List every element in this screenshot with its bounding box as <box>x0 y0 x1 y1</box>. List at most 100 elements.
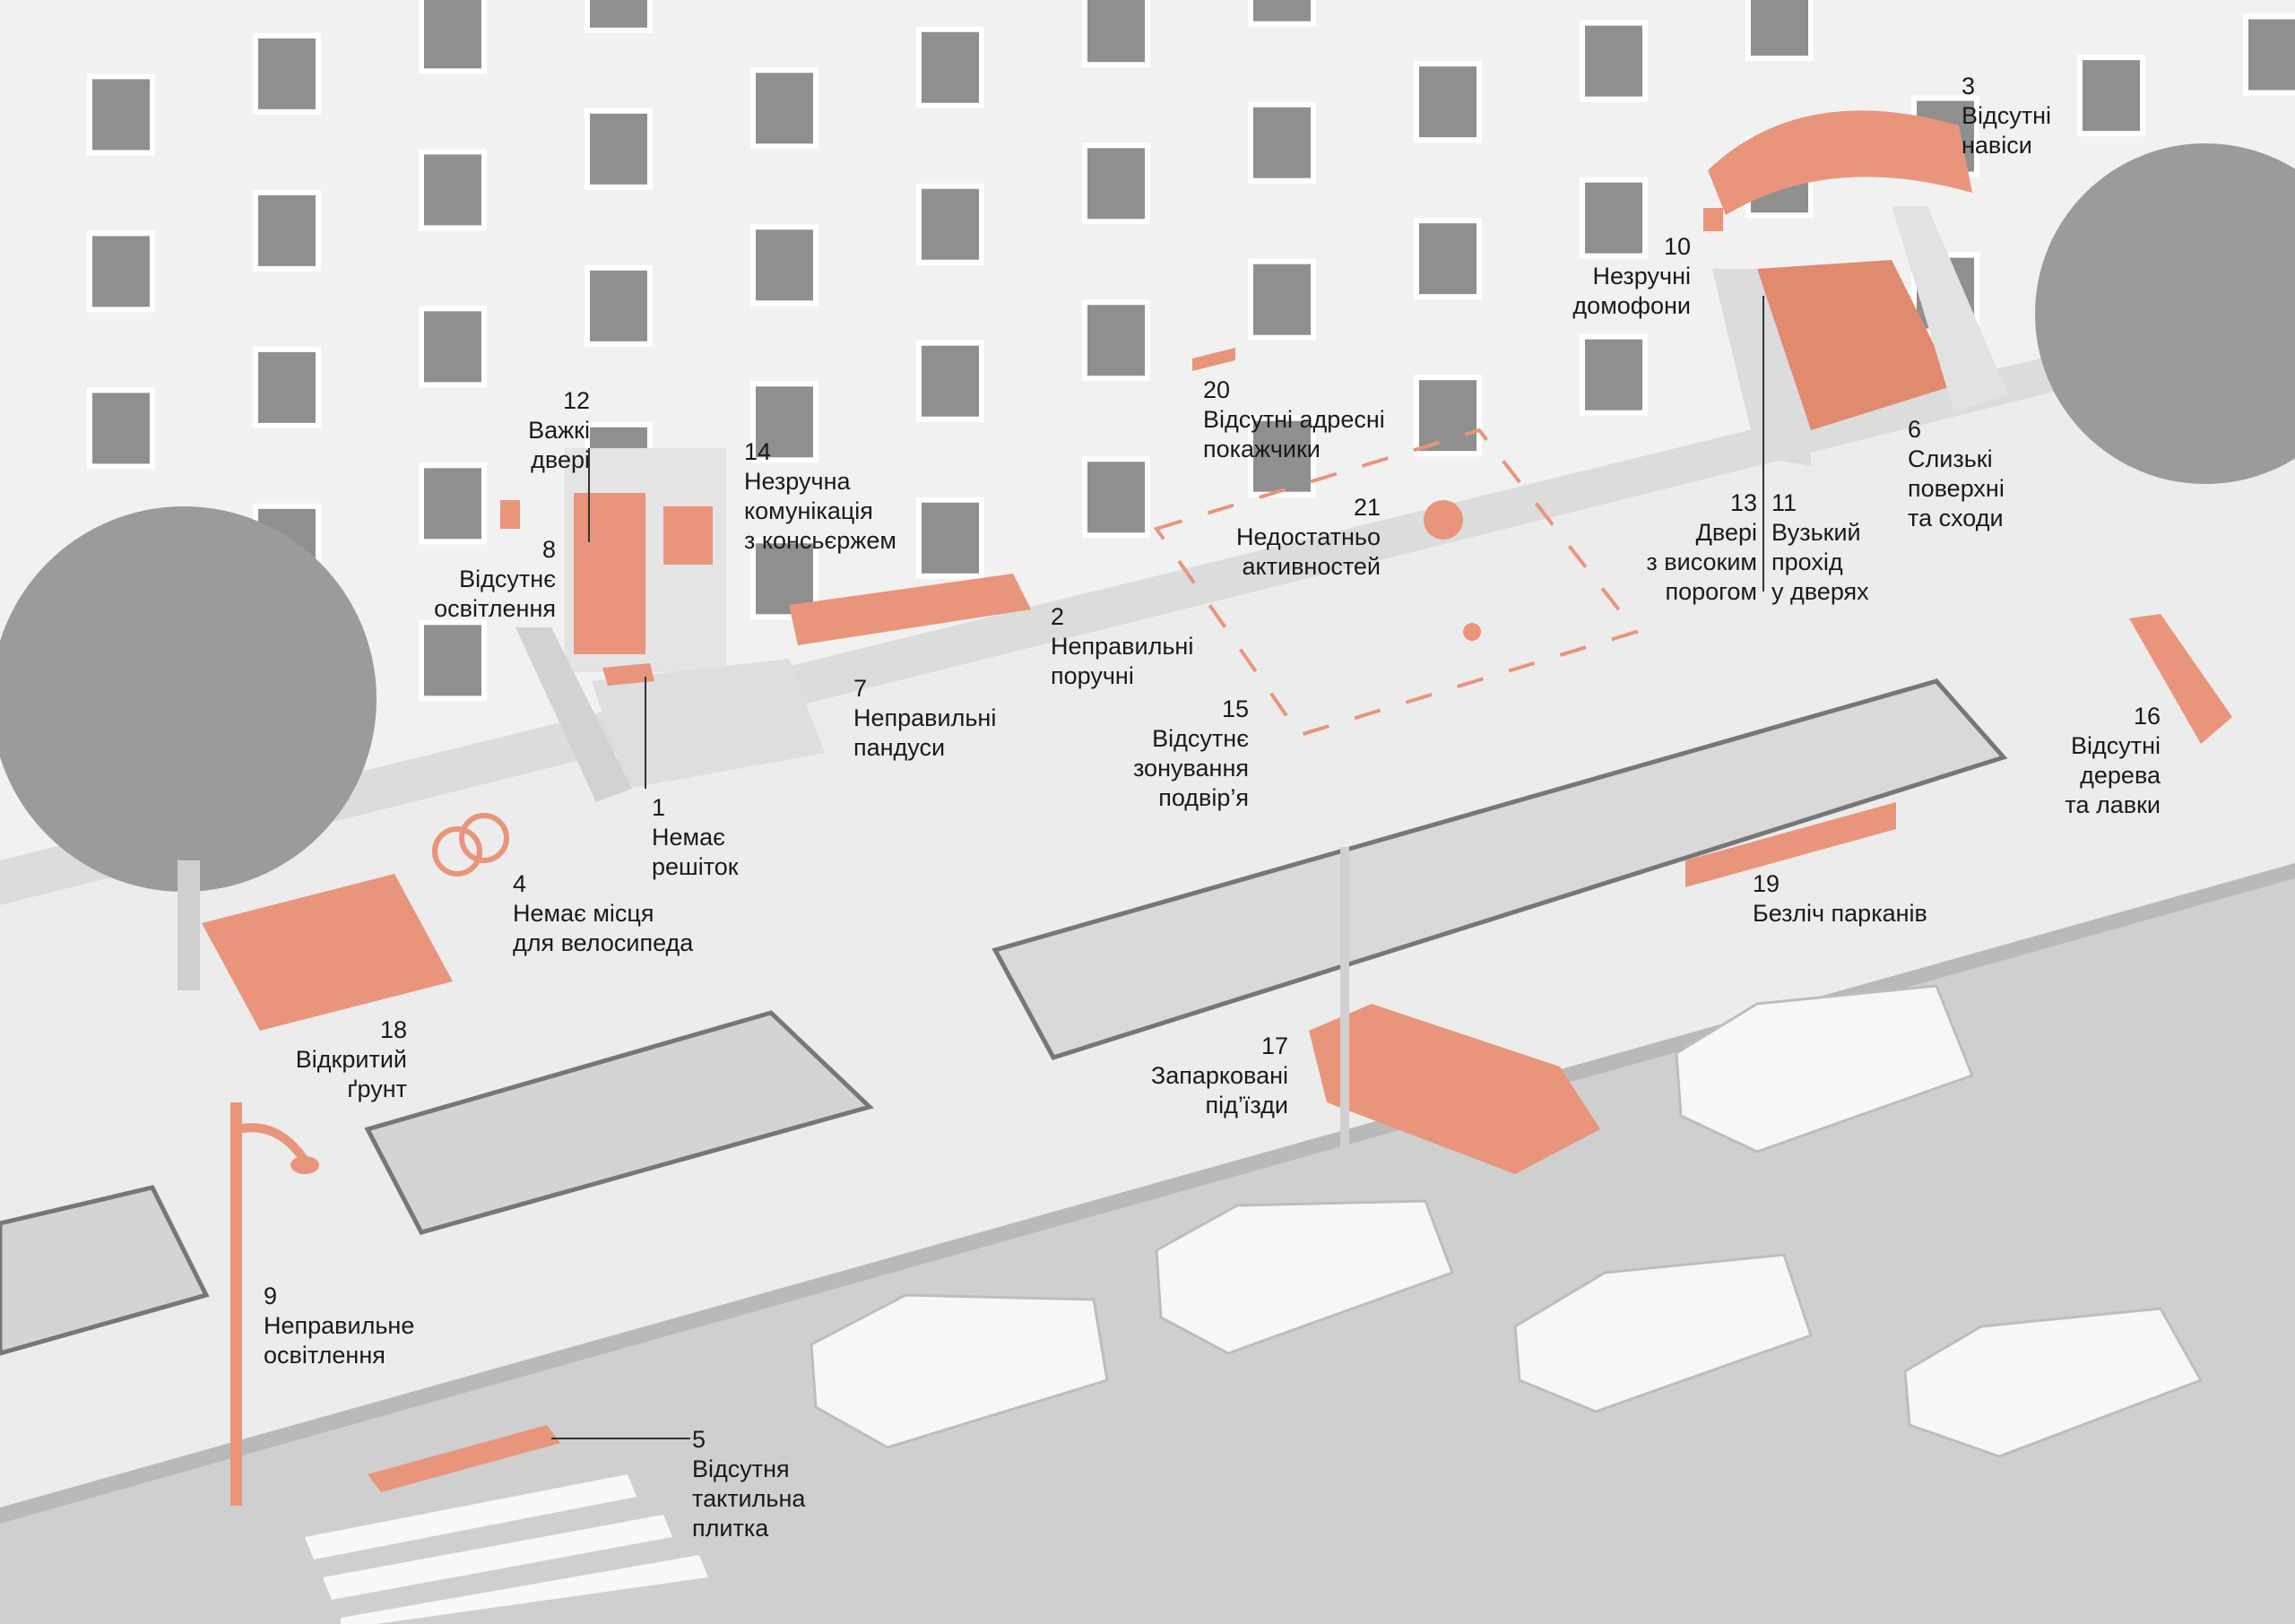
window <box>2077 55 2145 137</box>
stair-side-wall <box>515 627 632 802</box>
window <box>750 538 818 620</box>
window <box>1580 20 1648 102</box>
ramp <box>789 574 1031 645</box>
window <box>1248 0 1316 27</box>
window <box>419 619 487 702</box>
open-soil <box>202 874 453 1031</box>
window <box>916 26 984 108</box>
window <box>750 224 818 307</box>
bicycle-wheel <box>432 826 482 877</box>
window <box>750 381 818 463</box>
car <box>810 1293 1109 1449</box>
window <box>253 346 321 428</box>
window <box>1580 177 1648 259</box>
window <box>585 0 653 33</box>
running-child <box>1424 500 1463 540</box>
car <box>1903 1307 2204 1458</box>
street-lamp-arm <box>236 1123 309 1163</box>
crosswalk <box>305 1474 708 1624</box>
window <box>87 230 155 313</box>
window <box>1082 143 1150 225</box>
wall-lamp <box>500 500 520 529</box>
planter-fence-upper <box>992 678 2008 1061</box>
tactile-tile <box>368 1425 560 1492</box>
play-zone-outline <box>1153 428 1640 738</box>
doormat <box>602 663 654 686</box>
window <box>916 497 984 579</box>
address-sign <box>1192 348 1235 371</box>
window <box>419 149 487 231</box>
window <box>1082 299 1150 382</box>
window <box>1580 333 1648 416</box>
car <box>1675 984 1974 1153</box>
leader-lines <box>551 296 1764 1439</box>
window <box>1082 456 1150 539</box>
lamp-post-grey <box>1340 847 1349 1196</box>
window <box>750 67 818 150</box>
window <box>87 387 155 470</box>
window <box>253 32 321 115</box>
heavy-door <box>574 493 645 654</box>
fence-highlight <box>1685 802 1896 887</box>
window <box>1414 218 1482 300</box>
window <box>253 189 321 272</box>
tree-left <box>0 506 377 892</box>
entrance-steps <box>592 659 825 789</box>
street-cars <box>810 984 2204 1458</box>
entrance-stairs <box>1757 260 1954 430</box>
window <box>1745 0 1814 62</box>
tree-right <box>2035 143 2295 484</box>
window <box>585 108 653 190</box>
bench <box>2129 614 2232 744</box>
window <box>1414 375 1482 457</box>
window <box>419 462 487 545</box>
window <box>1082 0 1150 68</box>
stair-wall-right <box>1892 206 2008 412</box>
window <box>585 264 653 347</box>
stair-wall-left <box>1712 269 1811 466</box>
tree-trunk <box>178 860 200 990</box>
car <box>1155 1199 1454 1355</box>
parked-car-on-sidewalk <box>1309 1004 1600 1174</box>
street-lamp-post <box>230 1102 242 1506</box>
bicycle-wheel <box>459 813 509 863</box>
street-lamp-head <box>290 1156 319 1174</box>
window <box>916 340 984 422</box>
planter-fence-lower <box>364 1010 874 1235</box>
planter-fence-left <box>0 1185 210 1356</box>
car <box>1513 1253 1813 1413</box>
ball <box>1463 623 1481 641</box>
window <box>1248 101 1316 184</box>
window <box>916 183 984 265</box>
intercom <box>1703 208 1723 231</box>
window <box>419 0 487 74</box>
window <box>1414 61 1482 143</box>
window <box>2243 13 2295 96</box>
window <box>1248 258 1316 341</box>
window <box>87 73 155 156</box>
canopy <box>1708 110 1972 215</box>
concierge-window <box>663 506 713 565</box>
